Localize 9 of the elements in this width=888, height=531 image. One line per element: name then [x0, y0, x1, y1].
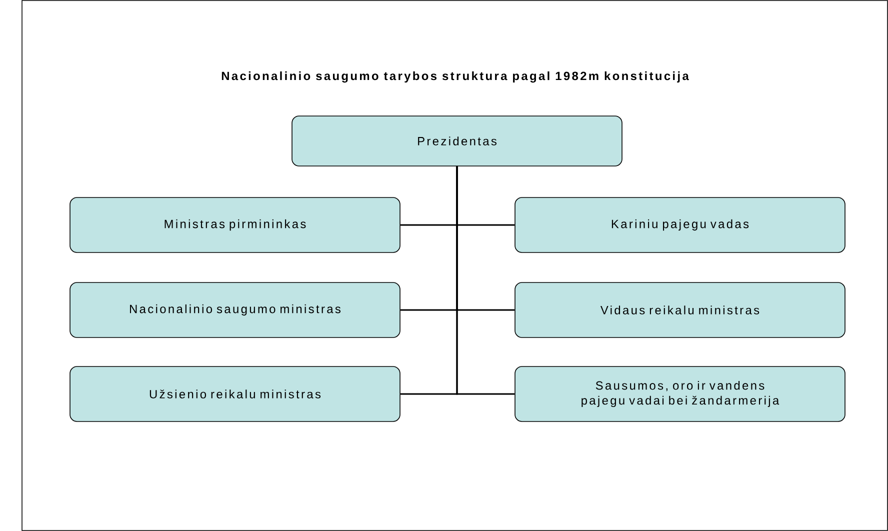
box: Užsienio reikalu ministras	[70, 366, 400, 422]
box: Nacionalinio saugumo ministras	[70, 282, 400, 338]
box: Kariniu pajegu vadas	[514, 197, 846, 253]
box: Ministras pirmininkas	[70, 197, 400, 253]
box: Prezidentas	[292, 116, 622, 166]
title: Nacionalinio saugumo tarybos struktura pagal 1982m konstitucija	[222, 71, 689, 83]
box: Sausumos, oro ir vandens pajegu vadai bei žandarmerija	[514, 366, 846, 422]
connector-line	[456, 166, 515, 395]
box: Vidaus reikalu ministras	[514, 282, 846, 338]
